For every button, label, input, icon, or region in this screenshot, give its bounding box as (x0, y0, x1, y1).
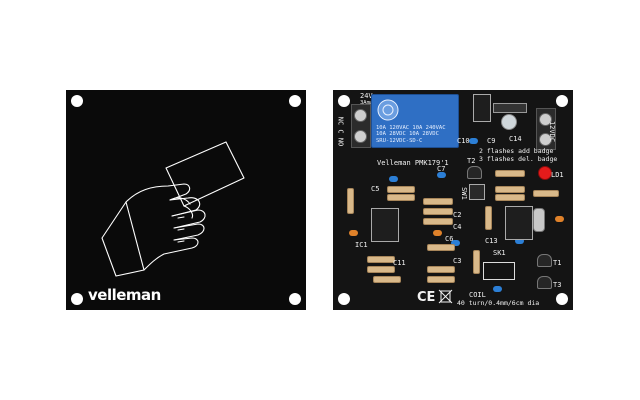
resistor (495, 194, 525, 201)
resistor (367, 266, 395, 273)
ic1-chip (371, 208, 399, 242)
relay-rating-1: 10A 120VAC 10A 240VAC (376, 125, 446, 131)
ic2-chip (505, 206, 533, 240)
switch (469, 184, 485, 200)
transistor (467, 166, 482, 179)
c11-label: C11 (393, 259, 406, 267)
board-title: Velleman PMK179'1 (377, 159, 449, 167)
t2-label: T2 (467, 157, 476, 165)
hand-holding-card-icon (101, 141, 245, 277)
resistor (427, 244, 455, 251)
resistor (533, 190, 559, 197)
coil-spec: 40 turn/0.4mm/6cm dia (457, 299, 540, 307)
t3-label: T3 (553, 281, 562, 289)
mount-hole (338, 95, 350, 107)
c13-label: C13 (485, 237, 498, 245)
mount-hole (71, 293, 83, 305)
relay-logo-icon (377, 99, 399, 121)
flash-del-note: 3 flashes del. badge (479, 155, 558, 163)
c3-label: C3 (453, 257, 462, 265)
resistor (423, 198, 453, 205)
t1-label: T1 (553, 259, 562, 267)
front-panel: velleman (66, 90, 306, 310)
capacitor (493, 286, 502, 292)
c5-label: C5 (371, 185, 380, 193)
c7-label: C7 (437, 165, 446, 173)
capacitor (469, 138, 478, 144)
capacitor (515, 238, 524, 244)
coil-label: COIL (469, 291, 486, 299)
resistor (373, 276, 401, 283)
led-label: LD1 (551, 171, 564, 179)
transistor (537, 254, 552, 267)
capacitor (433, 230, 442, 236)
c9-label: C9 (487, 137, 496, 145)
c2-label: C2 (453, 211, 462, 219)
screw-icon (354, 109, 367, 122)
brand-logo: velleman (88, 286, 161, 304)
pcb-board: 24V 3Amax NC C NO 10A 120VAC 10A 240VAC … (333, 90, 573, 310)
resistor (427, 276, 455, 283)
contact-labels: NC C NO (336, 116, 345, 147)
relay: 10A 120VAC 10A 240VAC 10A 28VDC 10A 28VD… (371, 94, 459, 148)
capacitor (451, 240, 460, 246)
supply-label: 12VDC (548, 120, 557, 143)
resistor (485, 206, 492, 230)
resistor (423, 208, 453, 215)
c10-label: C10 (457, 137, 470, 145)
resistor (495, 170, 525, 177)
capacitor (437, 172, 446, 178)
resistor (367, 256, 395, 263)
resistor (347, 188, 354, 214)
mount-hole (289, 95, 301, 107)
resistor (387, 186, 415, 193)
mount-hole (71, 95, 83, 107)
screw-icon (354, 130, 367, 143)
mount-hole (338, 293, 350, 305)
relay-model: SRU-12VDC-SD-C (376, 138, 423, 144)
status-led (538, 166, 552, 180)
voltage-regulator (473, 94, 491, 122)
flash-add-note: 2 flashes add badge (479, 147, 554, 155)
max-current-label: 3Amax (360, 100, 377, 106)
resistor (473, 250, 480, 274)
ce-mark-icon: CE (417, 289, 453, 304)
crystal (533, 208, 545, 232)
capacitor (349, 230, 358, 236)
coil-connector (483, 262, 515, 280)
mount-hole (289, 293, 301, 305)
c14-label: C14 (509, 135, 522, 143)
mount-hole (556, 293, 568, 305)
resistor (387, 194, 415, 201)
voltage-label: 24V (360, 92, 373, 100)
switch-label: SW1 (459, 187, 468, 200)
svg-text:CE: CE (417, 290, 435, 304)
ic1-label: IC1 (355, 241, 368, 249)
diode (493, 103, 527, 113)
resistor (495, 186, 525, 193)
transistor (537, 276, 552, 289)
relay-terminal-block (351, 104, 371, 148)
screw-icon (539, 113, 552, 126)
mount-hole (556, 95, 568, 107)
resistor (427, 266, 455, 273)
power-terminal-block (536, 108, 556, 150)
c4-label: C4 (453, 223, 462, 231)
resistor (423, 218, 453, 225)
c6-label: C6 (445, 235, 454, 243)
capacitor (389, 176, 398, 182)
sk1-label: SK1 (493, 249, 506, 257)
screw-icon (539, 133, 552, 146)
capacitor (555, 216, 564, 222)
relay-rating-2: 10A 28VDC 10A 28VDC (376, 131, 439, 137)
trim-capacitor (501, 114, 517, 130)
